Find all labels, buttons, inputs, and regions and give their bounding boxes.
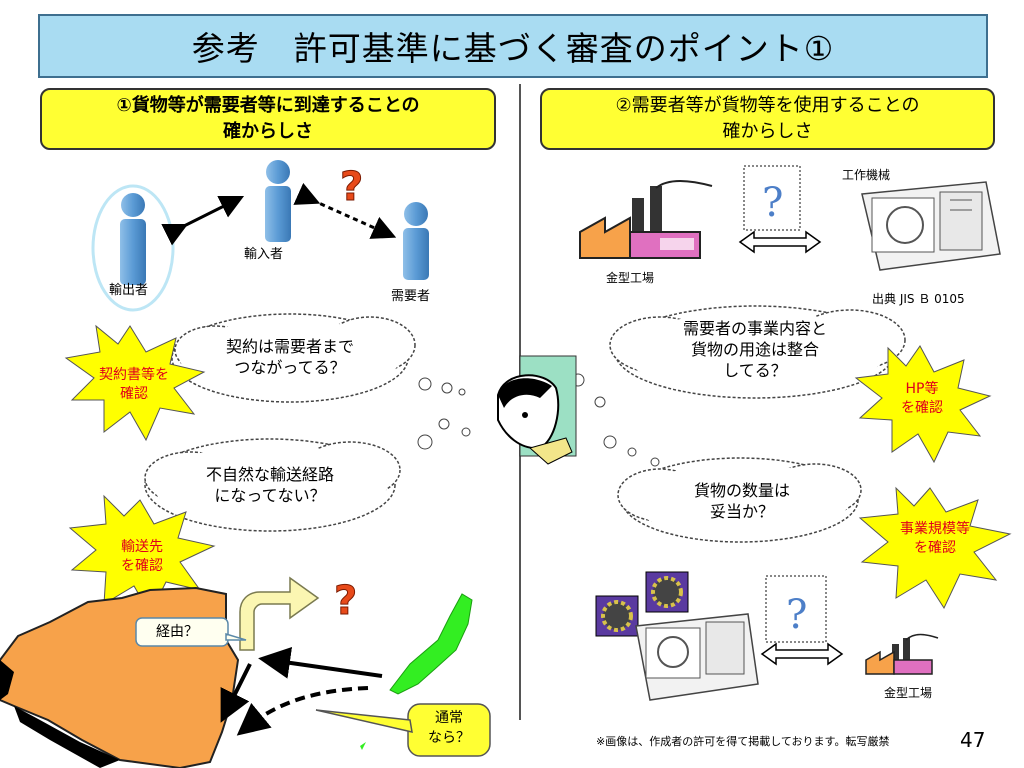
cloud-right-2-line2: 妥当か？ bbox=[709, 502, 774, 521]
question-mark-icon: ? bbox=[340, 164, 364, 211]
title-bar: 参考 許可基準に基づく審査のポイント① bbox=[38, 14, 988, 78]
star-right-1-text: HP等 を確認 bbox=[872, 380, 972, 418]
starburst-right-2 bbox=[858, 486, 1012, 610]
asia-map-icon bbox=[0, 586, 473, 768]
cloud-right-1-line2: 貨物の用途は整合 bbox=[690, 340, 819, 359]
star-left-2-line2: を確認 bbox=[121, 558, 163, 574]
right-heading-line2: 確からしさ bbox=[722, 121, 813, 142]
star-left-1-line2: 確認 bbox=[120, 386, 148, 402]
star-left-2-text: 輸送先 を確認 bbox=[92, 538, 192, 576]
right-heading: ②需要者等が貨物等を使用することの 確からしさ bbox=[540, 88, 995, 150]
route-arrow-japan-to-china-icon bbox=[258, 646, 383, 679]
exporter-label: 輸出者 bbox=[109, 283, 149, 298]
double-arrow-exporter-importer-icon bbox=[161, 195, 245, 246]
exporter-highlight bbox=[91, 184, 175, 312]
thinking-man-icon bbox=[497, 355, 577, 465]
star-right-2-line2: を確認 bbox=[914, 540, 956, 556]
cloud-left-2-line1: 不自然な輸送経路 bbox=[205, 465, 334, 484]
gears-icon bbox=[595, 571, 689, 637]
thought-cloud-right-2 bbox=[603, 435, 862, 543]
svg-text:?: ? bbox=[340, 164, 363, 210]
cloud-left-2-text: 不自然な輸送経路 になってない？ bbox=[170, 464, 370, 506]
double-arrow-bottom-icon bbox=[760, 642, 844, 666]
double-arrow-top-icon bbox=[738, 230, 822, 254]
right-heading-line1: ②需要者等が貨物等を使用することの bbox=[615, 95, 920, 116]
machine-tool-icon-bottom bbox=[635, 613, 759, 701]
slide-title: 参考 許可基準に基づく審査のポイント① bbox=[191, 29, 835, 68]
svg-text:?: ? bbox=[762, 180, 783, 226]
route-arrow-via-icon bbox=[239, 576, 320, 651]
person-exporter-icon bbox=[120, 193, 146, 285]
page-number: 47 bbox=[960, 728, 986, 752]
cloud-left-1-line2: つながってる？ bbox=[234, 358, 346, 377]
unknown-item-icon-bottom: ? bbox=[765, 575, 827, 643]
cloud-right-1-text: 需要者の事業内容と 貨物の用途は整合 してる？ bbox=[650, 318, 860, 381]
factory-label-top: 金型工場 bbox=[606, 271, 655, 285]
starburst-right-1 bbox=[854, 345, 992, 464]
factory-label-bottom: 金型工場 bbox=[884, 686, 933, 700]
thought-cloud-left-2 bbox=[144, 418, 471, 532]
unknown-item-icon-top: ? bbox=[743, 165, 801, 231]
factory-icon-top bbox=[579, 180, 713, 259]
star-right-1-line1: HP等 bbox=[905, 381, 939, 397]
callout-normal bbox=[315, 703, 491, 757]
starburst-left-2 bbox=[68, 494, 216, 616]
person-importer-icon bbox=[265, 160, 291, 242]
star-left-1-text: 契約書等を 確認 bbox=[84, 366, 184, 404]
factory-icon-bottom bbox=[865, 633, 939, 675]
star-right-2-line1: 事業規模等 bbox=[900, 521, 970, 537]
callout-via-text: 経由？ bbox=[156, 624, 198, 640]
importer-label: 輸入者 bbox=[244, 247, 284, 262]
cloud-right-2-line1: 貨物の数量は bbox=[693, 481, 790, 500]
enduser-label: 需要者 bbox=[391, 289, 431, 304]
cloud-left-2-line2: になってない？ bbox=[214, 486, 326, 505]
person-enduser-icon bbox=[403, 202, 429, 280]
question-mark-map-icon: ? bbox=[334, 578, 358, 625]
star-left-1-line1: 契約書等を bbox=[99, 367, 169, 383]
cloud-right-1-line1: 需要者の事業内容と bbox=[682, 319, 827, 338]
callout-normal-line1: 通常 bbox=[435, 710, 463, 726]
cloud-left-1-text: 契約は需要者まで つながってる？ bbox=[190, 336, 390, 378]
route-arrow-down-icon bbox=[220, 663, 252, 723]
thought-cloud-right-1 bbox=[571, 305, 906, 408]
route-arrow-dashed-icon bbox=[236, 686, 369, 736]
star-left-2-line1: 輸送先 bbox=[121, 539, 163, 555]
cloud-right-2-text: 貨物の数量は 妥当か？ bbox=[652, 480, 832, 522]
svg-text:?: ? bbox=[334, 578, 357, 624]
dotted-arrow-importer-enduser-icon bbox=[293, 182, 397, 239]
callout-normal-line2: なら？ bbox=[428, 730, 470, 746]
callout-normal-text: 通常 なら？ bbox=[408, 708, 490, 748]
svg-text:?: ? bbox=[786, 592, 807, 638]
left-heading-line1: ①貨物等が需要者等に到達することの bbox=[116, 95, 420, 116]
star-right-2-text: 事業規模等 を確認 bbox=[880, 520, 990, 558]
source-label: 出典 JIS Ｂ 0105 bbox=[872, 292, 965, 306]
machine-label: 工作機械 bbox=[842, 168, 891, 182]
cloud-left-1-line1: 契約は需要者まで bbox=[225, 337, 354, 356]
left-heading: ①貨物等が需要者等に到達することの 確からしさ bbox=[40, 88, 496, 150]
machine-tool-icon-top bbox=[861, 181, 1001, 271]
thought-cloud-left-1 bbox=[171, 313, 466, 403]
star-right-1-line2: を確認 bbox=[901, 400, 943, 416]
callout-via bbox=[135, 617, 247, 647]
cloud-right-1-line3: してる？ bbox=[723, 361, 787, 380]
starburst-left-1 bbox=[64, 324, 206, 442]
left-heading-line2: 確からしさ bbox=[223, 121, 313, 142]
footnote: ※画像は、作成者の許可を得て掲載しております。転写厳禁 bbox=[596, 735, 890, 748]
